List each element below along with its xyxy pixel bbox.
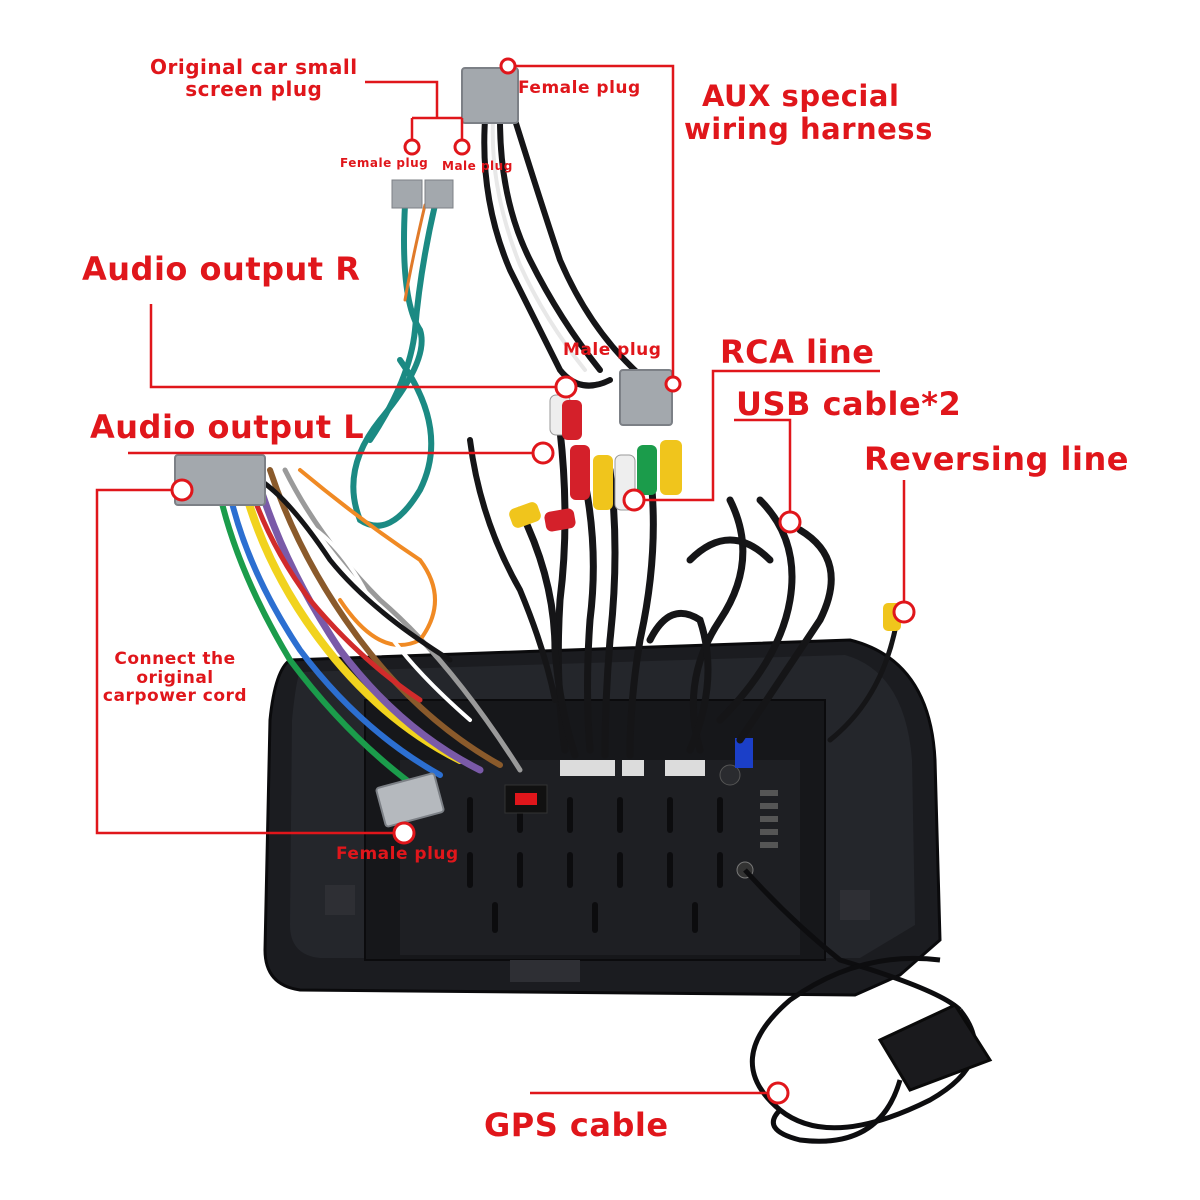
label-rca-line: RCA line [720, 333, 875, 371]
label-audio-output-r: Audio output R [82, 250, 361, 288]
label-male-plug-aux: Male plug [563, 340, 662, 360]
label-line: carpower cord [102, 686, 248, 707]
label-line: Original car small [150, 55, 358, 79]
label-female-plug-power: Female plug [336, 844, 459, 864]
label-female-plug-small: Female plug [340, 156, 429, 170]
label-audio-output-l: Audio output L [90, 408, 365, 446]
label-line: original [136, 667, 214, 688]
label-line: Connect the [114, 649, 236, 669]
label-gps-cable: GPS cable [484, 1106, 669, 1144]
callout-lines [95, 64, 906, 1095]
wiring-harness-icon [212, 117, 898, 793]
label-line: AUX special [702, 79, 900, 113]
label-reversing-line: Reversing line [864, 440, 1129, 478]
connector-marker-icon [170, 57, 916, 1105]
label-male-plug-small: Male plug [442, 159, 513, 173]
label-aux-harness: AUX special wiring harness [684, 79, 933, 147]
label-connect-power: Connect the original carpower cord [100, 650, 250, 706]
label-female-plug-aux: Female plug [518, 78, 641, 98]
label-original-small-screen-plug: Original car small screen plug [150, 56, 358, 100]
label-line: screen plug [185, 77, 323, 101]
gps-antenna-icon [743, 868, 993, 1144]
label-usb-cable: USB cable*2 [736, 385, 962, 423]
label-line: wiring harness [684, 112, 933, 147]
